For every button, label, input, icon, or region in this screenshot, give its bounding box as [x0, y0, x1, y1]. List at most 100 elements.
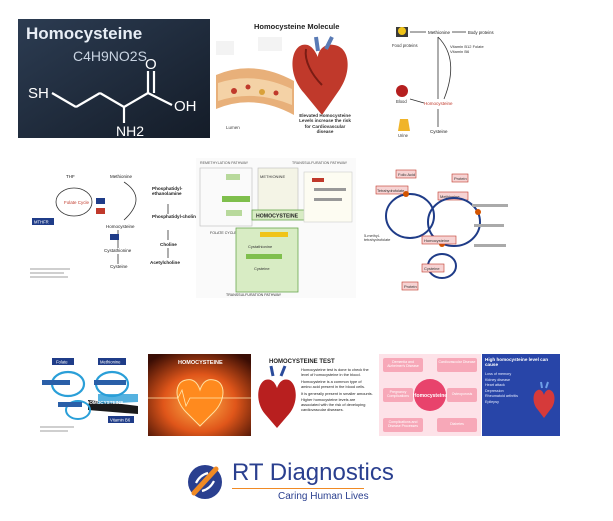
- vitamin-b6-label: Vitamin B6: [110, 418, 131, 423]
- test-bullet: Higher homocysteine levels are associate…: [301, 397, 366, 413]
- homocysteine-c-label: Homocysteine: [424, 238, 450, 243]
- high-hcy-bullet: Epilepsy: [485, 399, 499, 404]
- pathway-b-diagram: REMETHYLATION PATHWAY TRANSSULFURATION P…: [196, 158, 356, 298]
- mindmap-node: Diabetes: [450, 422, 464, 426]
- molecule-bonds: [51, 71, 173, 123]
- rt-logo-icon: [188, 465, 222, 499]
- glowing-heart-icon: [176, 379, 224, 427]
- logo[interactable]: RT Diagnostics Caring Human Lives: [186, 461, 394, 505]
- brand-tagline: Caring Human Lives: [278, 491, 369, 502]
- high-hcy-bullets: Loss of memory Kidney disease Heart atta…: [485, 372, 529, 405]
- heart-icon: [292, 44, 348, 116]
- urine-flask-icon: [398, 119, 410, 131]
- cysteine-c-label: Cysteine: [424, 266, 440, 271]
- pathway-a-diagram: THF Methionine Folate Cycle MTHFR Homocy…: [30, 174, 199, 278]
- protein2-label: Protein: [404, 284, 417, 289]
- mindmap-node: Osteoporosis: [451, 392, 473, 396]
- transsulf-footer: TRANSSULFURATION PATHWAY: [226, 293, 282, 297]
- folate-d-label: Folate: [56, 360, 68, 365]
- cysteine-a-label: Cysteine: [110, 264, 128, 269]
- homocysteine-label: Homocysteine: [424, 101, 453, 106]
- methyl-thf-label: 5-methyl-tetrahydrofolate: [364, 234, 391, 243]
- high-hcy-bullet: Loss of memory: [485, 372, 512, 376]
- test-bullets: Homocysteine test is done to check the l…: [301, 367, 373, 413]
- tile-homocysteine-test[interactable]: HOMOCYSTEINE TEST Homocysteine test is d…: [255, 354, 375, 436]
- remethylation-header: REMETHYLATION PATHWAY: [200, 161, 249, 165]
- homocysteine-d-label: HOMOCYSTEINE: [86, 400, 123, 405]
- test-bullet: Homocysteine is a common type of amino a…: [301, 378, 366, 389]
- tile-pathway-choline[interactable]: THF Methionine Folate Cycle MTHFR Homocy…: [28, 168, 200, 280]
- homocysteine-a-label: Homocysteine: [106, 224, 135, 229]
- mthfr-badge: MTHFR: [34, 220, 49, 225]
- transsulfuration-header: TRANSSULFURATION PATHWAY: [292, 161, 348, 165]
- cysteine-b-label: Cysteine: [254, 266, 270, 271]
- mindmap-node: Complications and Disease Processes: [388, 420, 418, 429]
- pathway-c-diagram: Folic Acid Protein Tetrahydrofolate Meth…: [364, 169, 508, 291]
- logo-divider: [232, 488, 364, 489]
- protein-label: Protein: [454, 176, 467, 181]
- mindmap-node: Pregnancy Complications: [387, 390, 409, 399]
- atom-o: O: [145, 56, 157, 73]
- mindmap-node: Dementia and Alzheimer's Disease: [387, 360, 419, 369]
- tile-heart-orange[interactable]: HOMOCYSTEINE: [148, 354, 251, 436]
- folate-cycle-b-label: FOLATE CYCLE: [210, 231, 237, 235]
- test-bullet: Homocysteine test is done to check the l…: [301, 367, 369, 377]
- folate-cycle-label: Folate Cycle: [64, 200, 90, 205]
- methionine-label: Methionine: [428, 30, 451, 35]
- high-hcy-heart-icon: [533, 381, 555, 418]
- heart-orange-image: HOMOCYSTEINE: [148, 354, 251, 436]
- tile-pathway-transsulfuration[interactable]: REMETHYLATION PATHWAY TRANSSULFURATION P…: [196, 158, 356, 298]
- acetylcholine-label: Acetylcholine: [150, 260, 180, 265]
- phosphatidylcholine-label: Phosphatidyl-choline: [152, 214, 199, 219]
- methionine-a-label: Methionine: [110, 174, 133, 179]
- tile-pathway-folate[interactable]: Folic Acid Protein Tetrahydrofolate Meth…: [362, 164, 514, 298]
- blood-drop-icon: [396, 85, 408, 97]
- test-title: HOMOCYSTEINE TEST: [269, 359, 335, 365]
- high-hcy-bullet: Kidney disease: [485, 377, 511, 382]
- tetrahydrofolate-label: Tetrahydrofolate: [377, 189, 404, 193]
- urine-label: Urine: [398, 133, 409, 138]
- tile-pathway-vitamins[interactable]: Folate Methionine HOMOCYSTEINE Vitamin B…: [38, 354, 146, 436]
- thf-label: THF: [66, 174, 75, 179]
- cysteine-label: Cysteine: [430, 129, 448, 134]
- phosphatidyl-label: Phosphatidyl-ethanolamine: [152, 186, 183, 197]
- tile-homocysteine-molecule[interactable]: Homocysteine Molecule Lumen Elevated Hom…: [214, 19, 354, 138]
- test-bullet: It is generally present in smaller amoun…: [301, 390, 373, 396]
- homocysteine-b-label: HOMOCYSTEINE: [256, 214, 299, 220]
- atom-sh: SH: [28, 85, 49, 102]
- methionine-c-label: Methionine: [440, 194, 460, 199]
- vitamins-label: Vitamin B12 Folate Vitamin B6: [450, 45, 484, 54]
- mindmap-center-label: Homocysteine: [413, 393, 447, 399]
- methionine-d-label: Methionine: [100, 360, 121, 365]
- brand-name: RT Diagnostics: [232, 459, 394, 486]
- tile-mindmap[interactable]: Homocysteine Dementia and Alzheimer's Di…: [379, 354, 481, 436]
- structure-formula: C4H9NO2S: [73, 48, 147, 64]
- folic-acid-label: Folic Acid: [398, 172, 415, 177]
- body-proteins-label: Body proteins: [468, 30, 494, 35]
- tile-methionine-cycle[interactable]: Food proteins Methionine Body proteins V…: [390, 19, 498, 138]
- tile-high-homocysteine[interactable]: High homocysteine level can cause Loss o…: [482, 354, 560, 436]
- high-hcy-bullet: Rheumatoid arthritis: [485, 394, 518, 399]
- methionine-b-label: METHIONINE: [260, 174, 285, 179]
- atom-nh2: NH2: [116, 123, 144, 138]
- blood-label: Blood: [396, 99, 407, 104]
- cystathionine-b-label: Cystathionine: [248, 244, 273, 249]
- structure-image: Homocysteine C4H9NO2S SH OH O NH2: [18, 19, 210, 138]
- tile-homocysteine-structure[interactable]: Homocysteine C4H9NO2S SH OH O NH2: [18, 19, 210, 138]
- molecule-caption: Elevated Homocysteine Levels increase th…: [299, 113, 351, 134]
- atom-oh: OH: [174, 98, 197, 115]
- molecule-heart-image: Homocysteine Molecule Lumen Elevated Hom…: [216, 22, 351, 134]
- mindmap-center-node: [414, 379, 446, 411]
- mindmap-node: Cardiovascular Disease: [438, 360, 476, 364]
- choline-label: Choline: [160, 242, 177, 247]
- cystathionine-a-label: Cystathionine: [104, 248, 132, 253]
- heart-orange-title: HOMOCYSTEINE: [178, 360, 223, 366]
- molecule-title: Homocysteine Molecule: [254, 22, 339, 31]
- test-image: HOMOCYSTEINE TEST: [258, 359, 335, 428]
- high-hcy-title: High homocysteine level can cause: [485, 357, 549, 368]
- high-hcy-bullet: Depression: [485, 388, 504, 393]
- anatomical-heart-icon: [258, 379, 296, 428]
- high-hcy-bullet: Heart attack: [485, 383, 505, 388]
- cycle-diagram: Food proteins Methionine Body proteins V…: [392, 27, 494, 138]
- structure-title: Homocysteine: [26, 24, 142, 43]
